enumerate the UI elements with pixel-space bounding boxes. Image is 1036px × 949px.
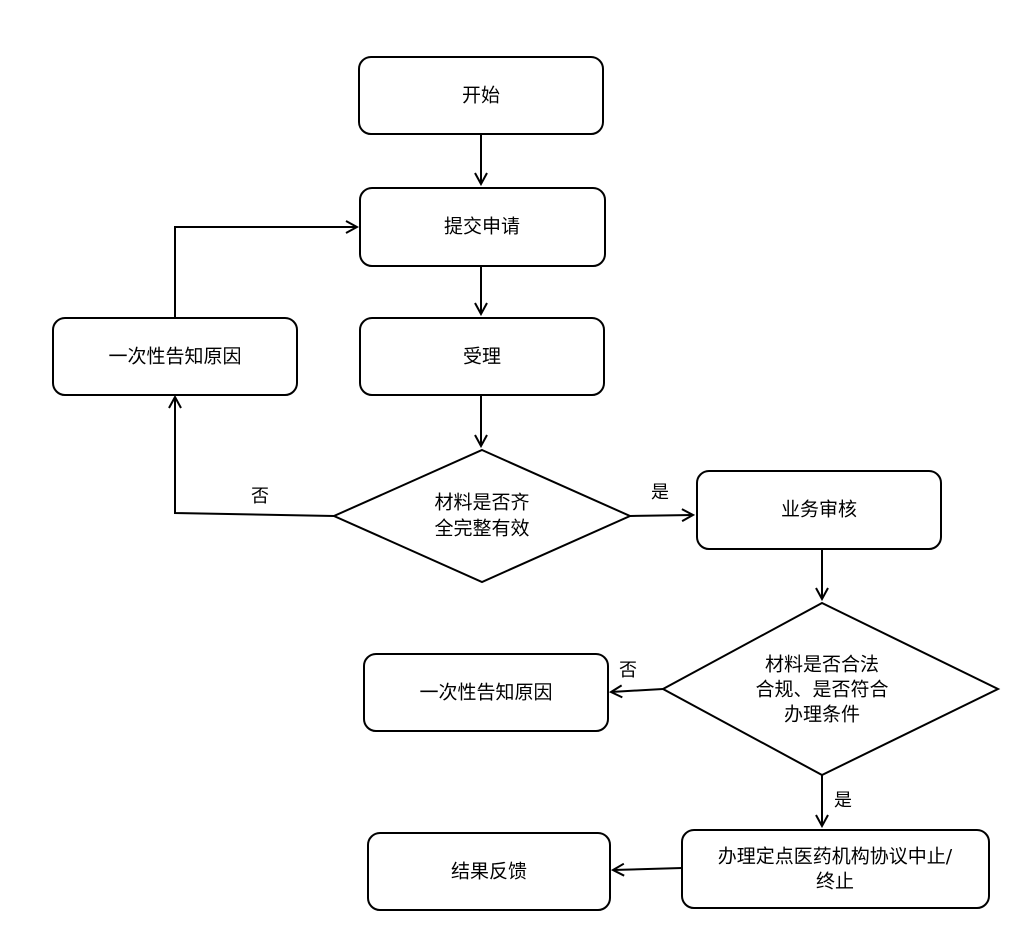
node-check-compliance-line2: 合规、是否符合 (755, 679, 888, 701)
edge-label-yes-1: 是 (651, 482, 669, 503)
edge-check-notify1 (175, 397, 335, 517)
edge-label-no-2: 否 (619, 660, 637, 681)
node-check-complete-line1: 材料是否齐 (434, 492, 529, 514)
node-terminate-line2: 终止 (816, 871, 854, 893)
node-submit-label: 提交申请 (444, 216, 520, 238)
node-feedback-label: 结果反馈 (451, 861, 527, 883)
node-check-compliance: 材料是否合法 合规、是否符合 办理条件 (660, 601, 1001, 777)
node-check-complete-line2: 全完整有效 (434, 518, 529, 540)
edge-compliance-notify2 (611, 689, 664, 692)
node-review: 业务审核 (696, 470, 942, 550)
edge-check-review (629, 515, 693, 516)
node-check-compliance-line3: 办理条件 (784, 704, 860, 726)
node-notify-2: 一次性告知原因 (363, 653, 609, 732)
node-notify-2-label: 一次性告知原因 (419, 682, 552, 704)
node-start: 开始 (358, 56, 604, 135)
edge-notify1-submit (174, 227, 357, 318)
edge-label-yes-2: 是 (834, 790, 852, 811)
node-check-compliance-line1: 材料是否合法 (765, 654, 879, 676)
edges (175, 134, 822, 870)
edge-terminate-feedback (613, 868, 683, 870)
node-feedback: 结果反馈 (367, 832, 611, 911)
node-check-complete: 材料是否齐 全完整有效 (331, 448, 633, 584)
node-start-label: 开始 (462, 85, 500, 107)
node-review-label: 业务审核 (781, 499, 857, 521)
node-accept: 受理 (359, 317, 605, 396)
node-notify-1-label: 一次性告知原因 (108, 346, 241, 368)
node-accept-label: 受理 (463, 346, 501, 368)
edge-label-no-1: 否 (251, 486, 269, 507)
node-terminate-line1: 办理定点医药机构协议中止/ (718, 846, 953, 868)
node-notify-1: 一次性告知原因 (52, 317, 298, 396)
node-terminate: 办理定点医药机构协议中止/ 终止 (681, 829, 990, 909)
node-submit: 提交申请 (359, 187, 606, 267)
